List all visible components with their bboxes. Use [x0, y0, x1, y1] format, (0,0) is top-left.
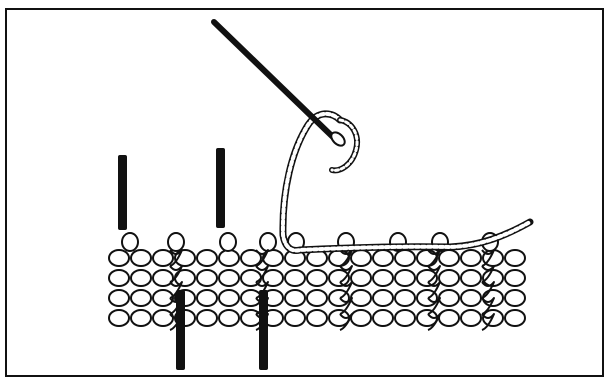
stitch-loop: [153, 310, 173, 326]
stitch-loop: [461, 270, 481, 286]
stitch-loop: [197, 270, 217, 286]
stitch-loop: [131, 310, 151, 326]
stitch-loop: [197, 310, 217, 326]
stitch-loop: [109, 250, 129, 266]
stitch-loop: [307, 270, 327, 286]
stitch-loop: [373, 310, 393, 326]
stitch-loop: [351, 290, 371, 306]
stitch-loop: [219, 270, 239, 286]
stitch-loop: [197, 250, 217, 266]
stitch-loop: [219, 250, 239, 266]
stitch-loop: [219, 290, 239, 306]
stitch-loop: [131, 250, 151, 266]
stitch-loop: [219, 310, 239, 326]
stitch-loop: [461, 250, 481, 266]
stitch-loop: [109, 290, 129, 306]
stitch-loop: [439, 250, 459, 266]
top-loop: [220, 233, 236, 251]
stitch-loop: [329, 250, 349, 266]
stitch-loop: [109, 310, 129, 326]
stitch-loop: [285, 310, 305, 326]
stitch-loop: [131, 290, 151, 306]
stitch-loop: [439, 270, 459, 286]
stitch-loop: [439, 310, 459, 326]
stitch-loop: [505, 290, 525, 306]
stitch-loop: [395, 270, 415, 286]
stitch-loop: [109, 270, 129, 286]
top-loop: [260, 233, 276, 251]
stitch-loop: [307, 310, 327, 326]
stitch-loop: [153, 250, 173, 266]
stitch-loop: [285, 290, 305, 306]
stitch-loop: [153, 270, 173, 286]
stitch-loop: [417, 250, 437, 266]
stitch-loop: [307, 290, 327, 306]
stitch-loop: [505, 250, 525, 266]
stitch-loop: [395, 310, 415, 326]
top-loop: [168, 233, 184, 251]
stitch-loop: [351, 310, 371, 326]
stitch-loop: [505, 310, 525, 326]
stitch-loop: [395, 250, 415, 266]
stitch-loop: [461, 290, 481, 306]
stitch-loop: [461, 310, 481, 326]
stitch-loop: [373, 250, 393, 266]
stitch-loop: [285, 270, 305, 286]
stitch-loop: [395, 290, 415, 306]
top-loop: [122, 233, 138, 251]
stitch-loop: [197, 290, 217, 306]
stitch-loop: [131, 270, 151, 286]
stitch-loop: [351, 250, 371, 266]
stitch-loop: [373, 270, 393, 286]
stitch-loop: [351, 270, 371, 286]
stitch-loop: [505, 270, 525, 286]
stitch-loop: [373, 290, 393, 306]
stitch-loop: [439, 290, 459, 306]
